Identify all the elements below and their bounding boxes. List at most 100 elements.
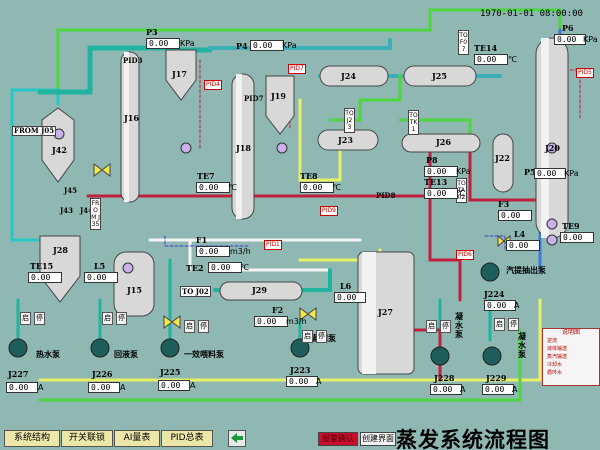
tag-to-tk1: TO TK1 bbox=[408, 110, 419, 135]
pid7-tag[interactable]: PID7 bbox=[288, 64, 306, 74]
back-arrow-button[interactable] bbox=[228, 430, 246, 447]
pump-j225-value: 0.00 bbox=[158, 380, 190, 391]
label-te14: TE14 bbox=[474, 43, 498, 53]
pump-j225-start[interactable]: 启 bbox=[184, 320, 195, 333]
pump-j225-shape bbox=[160, 338, 180, 358]
pump-j224-shape bbox=[480, 262, 500, 282]
label-j20: J20 bbox=[545, 143, 560, 153]
l4-value: 0.00 bbox=[506, 240, 540, 251]
p4-unit: KPa bbox=[282, 41, 297, 50]
create-screen-button[interactable]: 创建界面 bbox=[360, 432, 396, 446]
label-j24: J24 bbox=[341, 71, 356, 81]
label-j15: J15 bbox=[127, 285, 142, 295]
pump-j226-start[interactable]: 启 bbox=[102, 312, 113, 325]
label-j42: J42 bbox=[52, 145, 67, 155]
legend-title: 说明图 bbox=[561, 329, 580, 336]
valve bbox=[93, 163, 111, 177]
pump-j225-unit: A bbox=[190, 381, 196, 390]
l6-value: 0.00 bbox=[334, 292, 366, 303]
f2-unit: m3/h bbox=[286, 317, 307, 326]
pump-j227-start[interactable]: 启 bbox=[20, 312, 31, 325]
pid4-tag[interactable]: PID4 bbox=[204, 80, 222, 90]
label-j43: J43 bbox=[60, 206, 74, 215]
instrument-bubble bbox=[180, 142, 192, 154]
pump-j228-label: J228 bbox=[434, 373, 455, 383]
pump-j226-value: 0.00 bbox=[88, 382, 120, 393]
label-f2: F2 bbox=[272, 305, 284, 315]
instrument-bubble bbox=[276, 142, 288, 154]
nav-pid-table[interactable]: PID总表 bbox=[161, 430, 213, 447]
label-l5: L5 bbox=[94, 261, 106, 271]
left-arrow-icon bbox=[231, 433, 243, 443]
pump-j223-start[interactable]: 启 bbox=[302, 330, 313, 343]
label-te15: TE15 bbox=[30, 261, 54, 271]
label-j22: J22 bbox=[495, 153, 510, 163]
label-f3: F3 bbox=[498, 199, 510, 209]
system-clock: 1970-01-01 08:00:00 bbox=[480, 9, 583, 19]
pid6-tag[interactable]: PID6 bbox=[456, 250, 474, 260]
p5-unit: KPa bbox=[564, 169, 579, 178]
te2-value: 0.00 bbox=[208, 262, 242, 273]
p8-unit: KPa bbox=[456, 167, 471, 176]
pump-j225-stop[interactable]: 停 bbox=[198, 320, 209, 333]
vessel-j19 bbox=[265, 75, 295, 135]
vessel-j16 bbox=[120, 51, 140, 203]
pump-j229-start[interactable]: 启 bbox=[494, 318, 505, 331]
te14-unit: ℃ bbox=[508, 55, 517, 64]
label-j19: J19 bbox=[271, 91, 286, 101]
pipe-pump-lines bbox=[16, 258, 492, 342]
pid5-tag[interactable]: PID5 bbox=[576, 68, 594, 78]
label-l4: L4 bbox=[514, 229, 526, 239]
label-p3: P3 bbox=[146, 27, 158, 37]
label-j27: J27 bbox=[378, 307, 393, 317]
label-j25: J25 bbox=[432, 71, 447, 81]
label-te8: TE8 bbox=[300, 171, 318, 181]
pump-j228-shape bbox=[430, 346, 450, 366]
p4-value: 0.00 bbox=[250, 40, 284, 51]
label-j26: J26 bbox=[436, 137, 451, 147]
te15-value: 0.00 bbox=[28, 272, 62, 283]
label-p5: P5 bbox=[524, 167, 536, 177]
pump-j229-unit: A bbox=[512, 385, 518, 394]
label-j45: J45 bbox=[64, 186, 78, 195]
vessel-j22 bbox=[492, 133, 514, 193]
label-j17: J17 bbox=[172, 69, 187, 79]
valve bbox=[299, 307, 317, 321]
pump-j224-unit: A bbox=[514, 301, 520, 310]
te13-unit: ℃ bbox=[456, 189, 465, 198]
pump-j227-stop[interactable]: 停 bbox=[34, 312, 45, 325]
nav-ai-table[interactable]: AI量表 bbox=[114, 430, 160, 447]
nav-switch-interlock[interactable]: 开关联锁 bbox=[61, 430, 113, 447]
label-p6: P6 bbox=[562, 23, 574, 33]
pump-j228-name: 凝水泵 bbox=[455, 311, 463, 339]
label-te2: TE2 bbox=[186, 263, 204, 273]
pipe-j23-steam bbox=[298, 98, 342, 182]
valve bbox=[163, 315, 181, 329]
alarm-confirm-button[interactable]: 报警确认 bbox=[318, 432, 358, 446]
pump-j224-label: J224 bbox=[484, 289, 505, 299]
vessel-j15 bbox=[113, 251, 155, 317]
instrument-bubble bbox=[122, 262, 134, 274]
pump-j226-shape bbox=[90, 338, 110, 358]
pump-j229-stop[interactable]: 停 bbox=[508, 318, 519, 331]
pipe-bottom-long bbox=[38, 298, 542, 382]
pump-j223-stop[interactable]: 停 bbox=[316, 330, 327, 343]
tag-from-jc5: FROM J05 bbox=[12, 126, 57, 136]
pump-j226-stop[interactable]: 停 bbox=[116, 312, 127, 325]
legend-item: 液体输送 bbox=[547, 346, 568, 352]
pump-j228-start[interactable]: 启 bbox=[426, 320, 437, 333]
label-j18: J18 bbox=[236, 143, 251, 153]
vessel-j17 bbox=[165, 49, 197, 101]
pump-j228-stop[interactable]: 停 bbox=[440, 320, 451, 333]
pid9-tag[interactable]: PID9 bbox=[320, 206, 338, 216]
pid-f1-tag[interactable]: PID1 bbox=[264, 240, 282, 250]
te8-value: 0.00 bbox=[300, 182, 334, 193]
label-j28: J28 bbox=[53, 245, 68, 255]
tag-to-f07: TO F07 bbox=[458, 30, 469, 55]
nav-system-structure[interactable]: 系统结构 bbox=[4, 430, 60, 447]
pump-j224-value: 0.00 bbox=[484, 300, 516, 311]
legend-box: 说明图 逆流 液体输送 蒸汽输送 冷却水 循环水 bbox=[542, 328, 600, 386]
instrument-bubble bbox=[546, 218, 558, 230]
